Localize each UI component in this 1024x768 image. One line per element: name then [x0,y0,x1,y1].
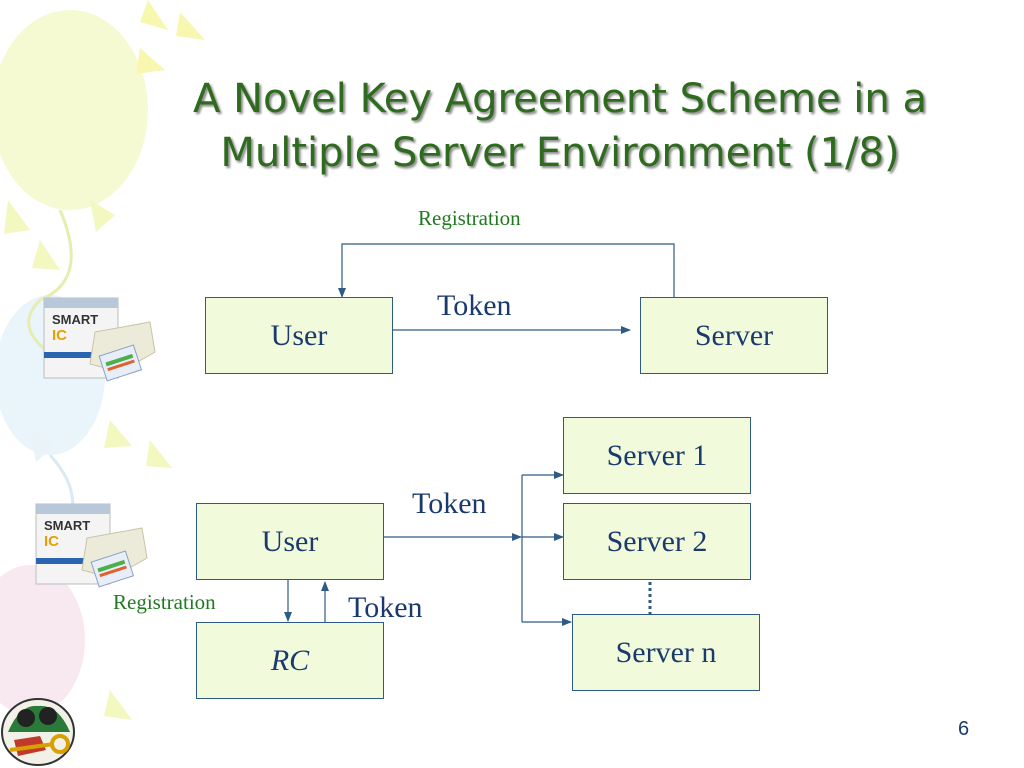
confetti [30,430,55,462]
server-1-box: Server 1 [563,417,751,494]
rc-box-label: RC [270,643,310,677]
server-n-box: Server n [572,614,760,691]
balloon-string [27,209,73,362]
server-2-box: Server 2 [563,503,751,580]
confetti [104,420,132,448]
user-box-2-label: User [261,524,319,558]
server-1-label: Server 1 [606,438,708,472]
reader-brand-ic: IC [44,533,59,550]
balloon-pink [0,565,85,715]
user-box-1-label: User [270,318,328,352]
server-n-label: Server n [615,635,717,669]
confetti [140,0,168,30]
slide-title: A Novel Key Agreement Scheme in a Multip… [110,72,1010,180]
confetti [104,690,132,720]
token-label-2: Token [412,487,487,520]
registration-label-2: Registration [113,590,216,614]
registration-arrow-1 [338,243,675,298]
key-people-clipart-icon [1,698,75,766]
confetti [136,48,165,74]
server-box: Server [640,297,828,374]
reader-brand-text: SMART [44,518,90,533]
registration-label-1: Registration [418,206,521,230]
server-2-label: Server 2 [606,524,708,558]
smart-card-reader-icon: SMART IC [43,297,156,382]
rc-box: RC [196,622,384,699]
user-box-1: User [205,297,393,374]
reader-brand-text: SMART [52,312,98,327]
user-box-2: User [196,503,384,580]
title-line-2: Multiple Server Environment (1/8) [220,130,900,176]
smart-card-reader-icon: SMART IC [35,503,148,588]
page-number: 6 [958,718,970,740]
confetti [32,240,60,270]
token-label-3: Token [348,591,423,624]
server-box-label: Server [694,318,774,352]
reader-brand-ic: IC [52,327,67,344]
token-label-1: Token [437,289,512,322]
confetti [146,440,172,468]
confetti [4,200,30,234]
confetti [176,12,205,40]
title-line-1: A Novel Key Agreement Scheme in a [192,76,927,122]
balloon-yellow [0,10,148,210]
confetti [90,200,115,232]
